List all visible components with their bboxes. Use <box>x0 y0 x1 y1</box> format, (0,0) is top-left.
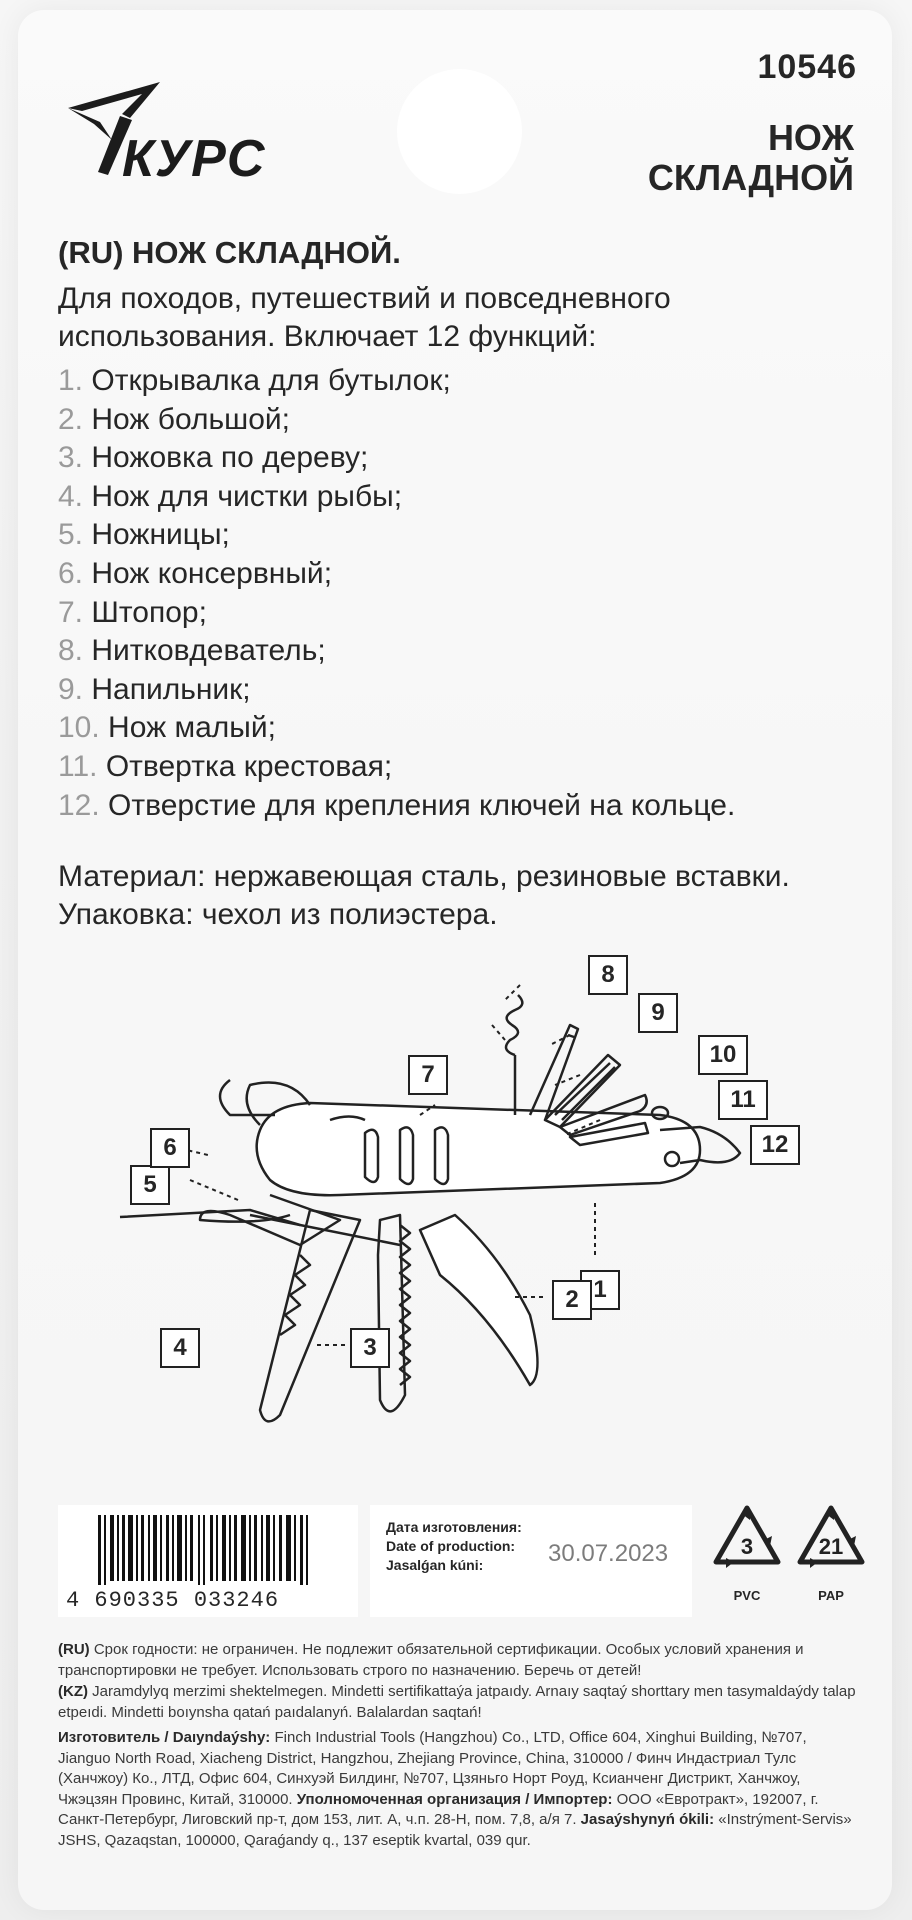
callout-11: 11 <box>718 1080 768 1120</box>
brand-text: КУРС <box>122 130 266 188</box>
recycle-code-3: 3 <box>741 1534 753 1559</box>
material-text: Материал: нержавеющая сталь, резиновые в… <box>58 860 790 931</box>
function-item: 2. Нож большой; <box>58 401 735 440</box>
functions-list: 1. Открывалка для бутылок; 2. Нож большо… <box>58 362 735 825</box>
function-number: 6. <box>58 556 84 590</box>
callout-6: 6 <box>150 1128 190 1168</box>
date-label-en: Date of production: <box>386 1538 516 1554</box>
function-item: 11. Отвертка крестовая; <box>58 748 735 787</box>
function-text: Отвертка крестовая; <box>97 749 393 783</box>
legal-kz-text: Jaramdylyq merzimi shektelmegen. Mindett… <box>58 1683 856 1721</box>
authorized-label: Уполномоченная организация / Импортер: <box>296 1790 613 1808</box>
legal-ru-text: Срок годности: не ограничен. Не подлежит… <box>58 1641 804 1679</box>
description-intro: Для походов, путешествий и повседневного… <box>58 282 671 353</box>
legal-ru: (RU) Срок годности: не ограничен. Не под… <box>58 1640 858 1681</box>
function-item: 1. Открывалка для бутылок; <box>58 362 735 401</box>
date-label-ru: Дата изготовления: <box>386 1519 522 1535</box>
function-text: Нитковдеватель; <box>83 634 326 668</box>
manufacturer-label: Изготовитель / Daıyndaýshy: <box>58 1729 271 1746</box>
knife-illustration <box>119 984 742 1423</box>
callout-4: 4 <box>160 1328 200 1368</box>
function-text: Ножовка по дереву; <box>83 441 369 475</box>
function-number: 4. <box>58 479 84 513</box>
description-heading: (RU) НОЖ СКЛАДНОЙ. <box>58 235 401 270</box>
function-text: Штопор; <box>83 595 207 629</box>
recycle-label-pap: PAP <box>818 1588 844 1603</box>
function-text: Открывалка для бутылок; <box>83 364 451 397</box>
recycle-pvc-icon: 3 <box>713 1505 781 1568</box>
article-number: 10546 <box>757 48 857 86</box>
function-text: Нож для чистки рыбы; <box>83 479 403 513</box>
function-item: 4. Нож для чистки рыбы; <box>58 478 735 517</box>
function-number: 7. <box>58 595 84 629</box>
function-number: 9. <box>58 672 84 706</box>
legal-kz-tag: (KZ) <box>58 1683 88 1700</box>
production-date-value: 30.07.2023 <box>548 1540 669 1567</box>
function-number: 2. <box>58 402 84 436</box>
authorized-text: ООО «Евротракт», 192007, г. Санкт-Петерб… <box>58 1790 819 1829</box>
function-item: 5. Ножницы; <box>58 516 735 555</box>
recycle-label-pvc: PVC <box>733 1588 761 1603</box>
production-date-labels: Дата изготовления: Date of production: J… <box>386 1518 522 1575</box>
callout-3: 3 <box>350 1328 390 1368</box>
recycle-code-21: 21 <box>819 1534 843 1559</box>
function-item: 7. Штопор; <box>58 594 735 633</box>
function-item: 10. Нож малый; <box>58 709 735 748</box>
function-text: Нож малый; <box>99 711 276 745</box>
callout-5: 5 <box>130 1165 170 1205</box>
callout-7: 7 <box>408 1055 448 1095</box>
knife-diagram: 1 2 3 4 5 6 7 8 9 10 11 12 <box>100 955 860 1475</box>
legal-kz: (KZ) Jaramdylyq merzimi shektelmegen. Mi… <box>58 1682 858 1723</box>
production-date-box <box>370 1505 692 1617</box>
callout-12: 12 <box>750 1125 800 1165</box>
function-number: 5. <box>58 518 84 552</box>
legal-manufacturer: Изготовитель / Daıyndaýshy: Finch Indust… <box>58 1728 858 1851</box>
function-item: 6. Нож консервный; <box>58 555 735 594</box>
claims-text: «Instrýment-Servis» JSHS, Qazaqstan, 100… <box>58 1811 852 1849</box>
function-item: 8. Нитковдеватель; <box>58 632 735 671</box>
manufacturer-text: Finch Industrial Tools (Hangzhou) Co., L… <box>58 1729 807 1808</box>
function-text: Ножницы; <box>83 518 230 552</box>
function-item: 3. Ножовка по дереву; <box>58 439 735 478</box>
barcode-number: 4 690335 033246 <box>66 1588 280 1613</box>
recycle-pap-icon: 21 <box>797 1505 865 1568</box>
hang-hole <box>397 69 522 194</box>
function-text: Напильник; <box>83 672 251 706</box>
legal-ru-tag: (RU) <box>58 1641 90 1658</box>
kurs-logo: КУРС <box>68 82 266 188</box>
callout-2: 2 <box>552 1280 592 1320</box>
barcode <box>58 1505 358 1617</box>
function-number: 8. <box>58 634 84 668</box>
callout-9: 9 <box>638 993 678 1033</box>
date-label-kz: Jasalǵan kúni: <box>386 1557 484 1573</box>
product-title: НОЖ СКЛАДНОЙ <box>648 118 854 198</box>
product-title-line2: СКЛАДНОЙ <box>647 157 854 198</box>
function-number: 11. <box>58 749 98 783</box>
callout-8: 8 <box>588 955 628 995</box>
function-item: 12. Отверстие для крепления ключей на ко… <box>58 787 735 826</box>
function-text: Нож большой; <box>83 402 290 436</box>
callout-10: 10 <box>698 1035 748 1075</box>
function-number: 3. <box>58 441 84 475</box>
function-number: 12. <box>58 788 100 822</box>
claims-label: Jasaýshynyń ókili: <box>580 1811 715 1828</box>
function-text: Нож консервный; <box>83 556 333 590</box>
barcode-bars <box>98 1515 308 1587</box>
function-item: 9. Напильник; <box>58 671 735 710</box>
function-number: 1. <box>58 364 84 397</box>
product-title-line1: НОЖ <box>767 117 854 158</box>
function-number: 10. <box>58 711 100 745</box>
function-text: Отверстие для крепления ключей на кольце… <box>99 788 736 822</box>
